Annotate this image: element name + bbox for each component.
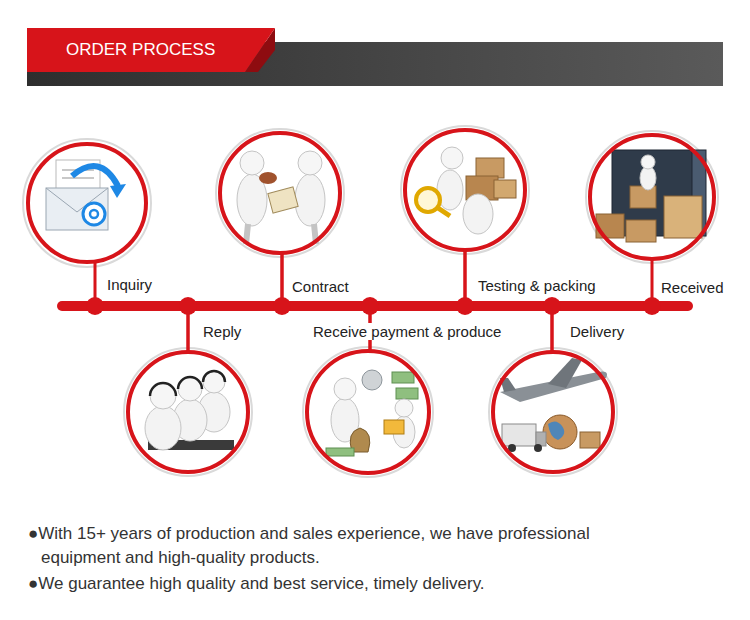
operators-icon [145,371,234,450]
head [334,378,356,400]
box [630,186,656,208]
bill-pile [326,448,354,456]
head [298,151,322,175]
step-circle: Inquiry [26,142,148,264]
step-circle: Receive payment & produce [305,349,431,475]
leg [314,224,316,244]
step-circle: Testing & packing [403,128,527,252]
envelope [46,188,108,230]
magnifier-handle [438,208,450,216]
globe-land [548,421,564,440]
send-arrowhead [110,184,126,198]
at-ring [83,203,105,225]
truck-cab [536,432,546,446]
globe [543,415,577,449]
head [641,155,655,169]
headset [150,383,176,396]
box [626,220,656,242]
head [441,147,463,169]
halo [489,348,617,476]
timeline-connector [552,259,652,352]
body [640,166,656,190]
contract-icon [237,151,325,244]
head [395,399,413,417]
card [384,420,404,434]
step-circle: Delivery [491,350,615,474]
body [145,406,181,450]
send-arrow [72,166,118,186]
at-dot [90,210,98,218]
step-label: Testing & packing [476,277,598,294]
money-icon [326,370,418,456]
head [240,151,264,175]
headset [203,371,225,382]
bill [392,372,414,383]
airplane [500,372,607,402]
step-label: Contract [290,278,351,295]
wheel [508,444,516,452]
wheel [534,444,542,452]
box [494,180,516,198]
leg [246,224,248,244]
contract-paper [268,187,298,213]
crate [664,196,702,238]
step-label: Receive payment & produce [311,323,503,340]
airplane-tail [500,378,516,392]
truck [502,424,536,446]
circle-halos [23,126,718,477]
step-label: Inquiry [105,276,154,293]
head [203,371,225,393]
container-icon [596,150,706,242]
bill [396,388,418,399]
envelope-icon [46,160,126,230]
halo [216,129,344,257]
body [463,194,493,234]
timeline-connector [95,261,188,352]
delivery-icon [500,358,607,452]
step-circle: Received [588,133,716,261]
step-label: Reply [201,323,243,340]
stamp [259,172,277,184]
title: ORDER PROCESS [66,40,215,60]
box [596,214,624,238]
box [476,158,504,178]
step-circle: Contract [218,131,342,255]
magnifier [416,188,440,212]
note-text: ●We guarantee high quality and best serv… [28,572,653,596]
timeline-connector [188,253,282,352]
halo [401,126,529,254]
airplane-wing [548,358,582,388]
headset [178,377,202,389]
halo [586,131,718,263]
halo [303,347,433,477]
coin [362,370,382,390]
body [295,174,325,226]
halo [23,139,151,267]
halo [124,348,252,476]
step-label: Received [659,279,726,296]
header-tab [27,28,275,72]
testing-icon [416,147,516,234]
step-circle: Reply [126,350,250,474]
paper-line [62,177,94,179]
note-text: ●With 15+ years of production and sales … [28,522,653,570]
step-label: Delivery [568,323,626,340]
head [178,377,202,401]
parcel [580,432,600,448]
head [150,383,176,409]
